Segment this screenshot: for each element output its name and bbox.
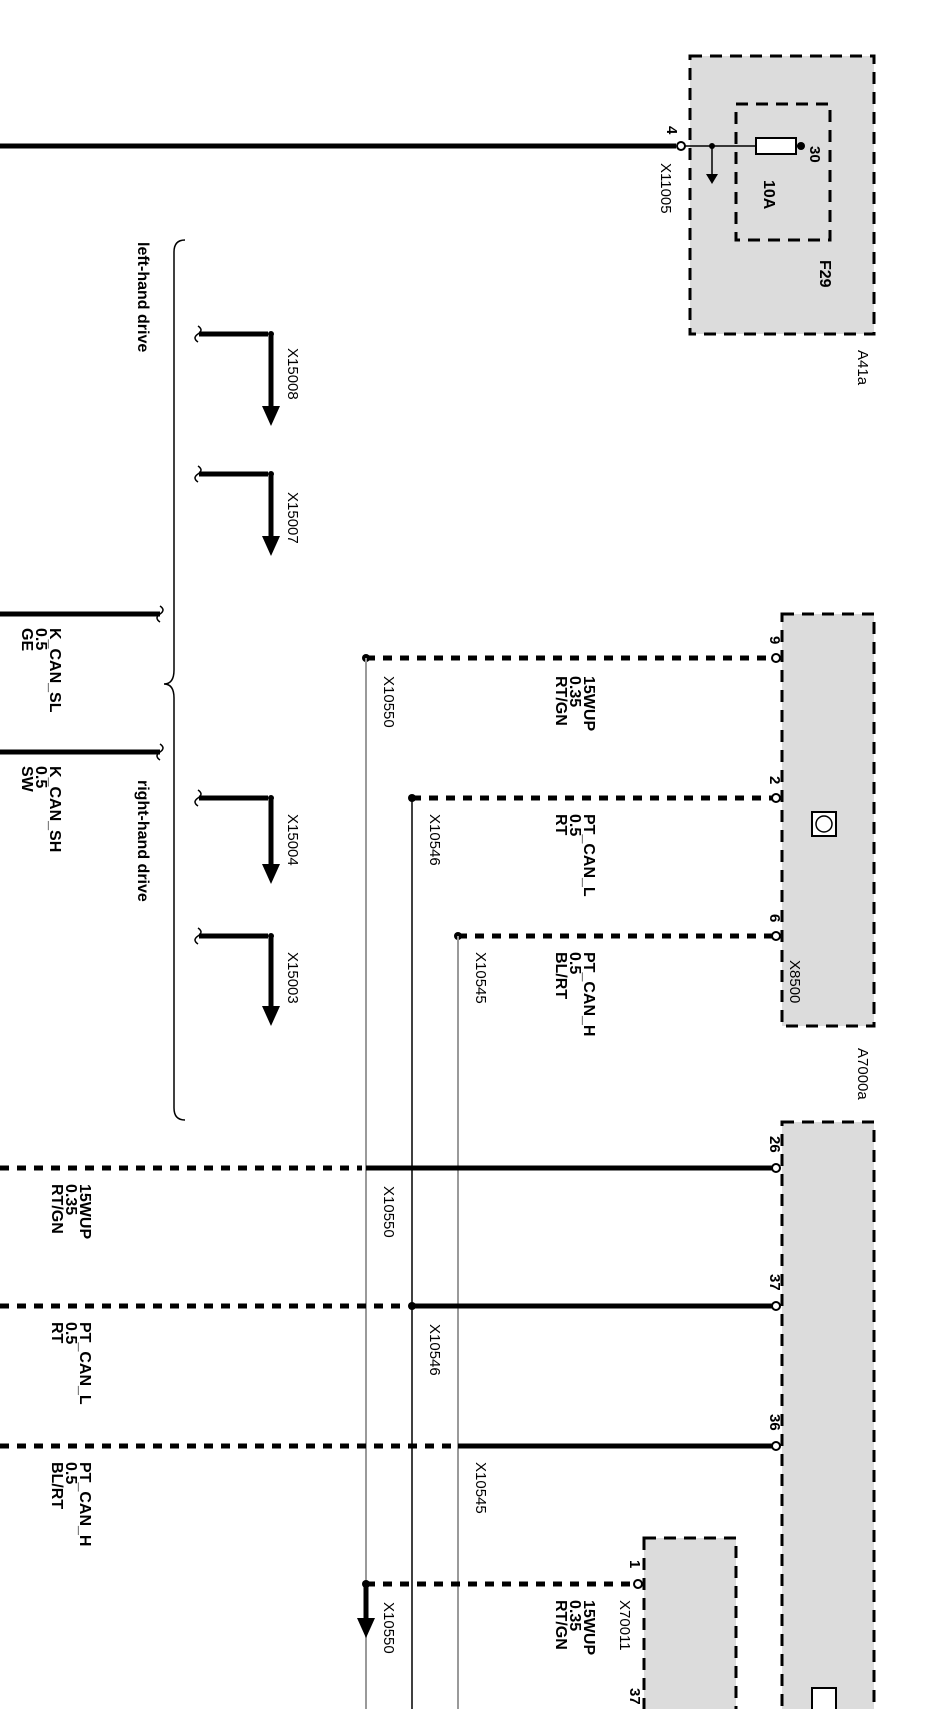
- pin-x11005-4: [676, 141, 686, 151]
- pin-circle: [771, 1441, 781, 1451]
- pin-37: 37: [766, 1274, 783, 1291]
- pin-6: 6: [766, 914, 783, 922]
- wire-color: RT/GN: [48, 1184, 65, 1234]
- pin-2: 2: [766, 776, 783, 784]
- wire-size: 0.5: [32, 628, 49, 650]
- module-x70011: [642, 1536, 738, 1709]
- fuse-pin-label: 30: [806, 146, 823, 163]
- connector-x15007: X15007: [284, 492, 301, 544]
- connector-x8500: X8500: [786, 960, 803, 1003]
- stub-x15004: [194, 789, 280, 884]
- wire-name: K_CAN_SL: [46, 628, 63, 713]
- wire-size: 0.35: [566, 1600, 583, 1631]
- stub-x15008: [194, 325, 280, 426]
- wire-color: RT: [48, 1322, 65, 1344]
- module-symbol-icon: [811, 1687, 837, 1709]
- connector-x15003: X15003: [284, 952, 301, 1004]
- wire-color: SW: [18, 766, 35, 793]
- splice-label: X10546: [426, 814, 443, 866]
- splice-label: X10550: [380, 676, 397, 728]
- wire-size: 0.5: [62, 1462, 79, 1484]
- left-hand-drive-label: left-hand drive: [134, 242, 151, 352]
- wire-color: BL/RT: [552, 952, 569, 999]
- connector-x70011: X70011: [616, 1600, 633, 1651]
- pin-1: 1: [626, 1560, 643, 1568]
- splice-dot: [408, 1302, 416, 1310]
- wire-k-can-sl: [0, 605, 164, 623]
- pin-circle: [771, 1163, 781, 1173]
- fuse-name: F29: [816, 260, 833, 288]
- connector-x11005: X11005: [657, 163, 674, 214]
- fuse-f29-icon: [755, 137, 797, 155]
- drive-brace: [163, 239, 186, 1121]
- pin-circle: [771, 653, 781, 663]
- right-hand-drive-label: right-hand drive: [134, 780, 151, 902]
- fuse-pin-30: [797, 142, 805, 150]
- splice-label: X10550: [380, 1186, 397, 1238]
- module-symbol-circle: [815, 815, 833, 833]
- wire-size: 0.35: [62, 1184, 79, 1215]
- junction-dot: [709, 143, 715, 149]
- wire-name: PT_CAN_L: [580, 814, 597, 897]
- wire-name: PT_CAN_H: [580, 952, 597, 1036]
- stub-x15003: [194, 927, 280, 1026]
- splice-label: X10546: [426, 1324, 443, 1376]
- pin-circle: [633, 1579, 643, 1589]
- pin-circle: [771, 1301, 781, 1311]
- wire-size: 0.5: [62, 1322, 79, 1344]
- wire-name: 15WUP: [580, 676, 597, 731]
- pin-circle: [771, 793, 781, 803]
- wire-size: 0.5: [566, 814, 583, 836]
- splice-label: X10545: [472, 1462, 489, 1514]
- connector-x15008: X15008: [284, 348, 301, 400]
- fuse-f29-frame: [734, 102, 832, 242]
- splice-label: X10550: [380, 1602, 397, 1654]
- splice-label: X10545: [472, 952, 489, 1004]
- component-a7000a: A7000a: [854, 1048, 871, 1100]
- wire-name: PT_CAN_L: [76, 1322, 93, 1405]
- arrow-down-icon: [357, 1618, 375, 1638]
- connector-x15004: X15004: [284, 814, 301, 866]
- wire-color: RT/GN: [552, 676, 569, 726]
- module-a7000a-lower: [780, 1120, 876, 1709]
- wire-size: 0.5: [566, 952, 583, 974]
- wire-name: 15WUP: [580, 1600, 597, 1655]
- wire-color: RT: [552, 814, 569, 836]
- fuse-box-a41a: [688, 54, 876, 336]
- pin-circle: [771, 931, 781, 941]
- wire-color: BL/RT: [48, 1462, 65, 1509]
- pin-37-right: 37: [626, 1688, 643, 1705]
- wire-color: RT/GN: [552, 1600, 569, 1650]
- fuse-rating: 10A: [760, 180, 777, 210]
- pin-number: 4: [663, 126, 680, 135]
- pin-9: 9: [766, 636, 783, 644]
- pin-26: 26: [766, 1136, 783, 1153]
- pin-36: 36: [766, 1414, 783, 1431]
- wire-color: GE: [18, 628, 35, 651]
- component-a41a: A41a: [854, 350, 871, 386]
- stub-x15007: [194, 465, 280, 556]
- arrow-down-icon: [706, 174, 718, 184]
- wire-size: 0.35: [566, 676, 583, 707]
- wire-size: 0.5: [32, 766, 49, 788]
- wire-name: 15WUP: [76, 1184, 93, 1239]
- wire-name: K_CAN_SH: [46, 766, 63, 852]
- wire-name: PT_CAN_H: [76, 1462, 93, 1546]
- wire-k-can-sh: [0, 743, 164, 761]
